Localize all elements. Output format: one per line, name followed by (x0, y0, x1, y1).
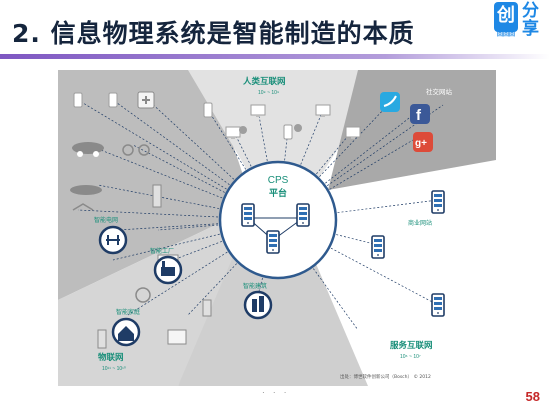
cps-servers (241, 203, 310, 254)
social-web-label: 社交网站 (426, 87, 453, 96)
social-wedge (328, 70, 496, 190)
cps-title: CPS (268, 175, 289, 186)
svg-text:f: f (416, 107, 422, 124)
building-wedge (178, 245, 368, 386)
human-network-scale: 10⁹ ~ 10⁹ (258, 90, 279, 96)
service-server-icon-2 (431, 293, 445, 317)
service-server-icon (371, 235, 385, 259)
svg-text:g+: g+ (415, 138, 427, 149)
iot-label: 物联网 (98, 352, 124, 363)
iot-nodes (98, 225, 273, 347)
share-logo: 创 回回回 分享 (494, 2, 546, 40)
business-web-label: 商业网站 (408, 219, 432, 227)
logo-badge: 创 (494, 2, 518, 32)
human-network-label: 人类互联网 (243, 76, 286, 87)
title-underline (0, 54, 550, 59)
services-network-scale: 10⁶ ~ 10⁷ (400, 354, 421, 360)
google-plus-icon (413, 132, 433, 152)
iot-scale: 10¹¹ ~ 10¹⁰ (102, 366, 126, 372)
cps-hub (218, 160, 338, 280)
services-network-label: 服务互联网 (390, 340, 433, 351)
slide-title: 2. 信息物理系统是智能制造的本质 (12, 19, 415, 48)
source-note: 出处：博世软件创新公司（Bosch） © 2012 (340, 373, 431, 380)
cps-subtitle: 平台 (269, 187, 287, 199)
smart-building-node (243, 290, 273, 320)
page-number: 58 (525, 389, 540, 404)
ellipsis-dots: · · · (262, 388, 290, 397)
social-icons: f g+ (380, 92, 433, 152)
smart-home-label: 智能家庭 (116, 308, 140, 316)
twitter-icon (380, 92, 400, 112)
logo-text: 分享 (522, 1, 539, 38)
business-server-icon (431, 190, 445, 214)
logo-badge-caption: 回回回 (496, 32, 515, 38)
human-devices (73, 92, 361, 140)
facebook-icon (410, 104, 430, 124)
cps-diagram: f g+ CPS 平台 人类互联网 10⁹ ~ 10⁹ 社交网站 商业网站 智能… (58, 70, 496, 386)
smart-factory-label: 智能工厂 (150, 247, 174, 255)
smart-grid-label: 智能电网 (94, 216, 118, 224)
smart-building-label: 智能建筑 (243, 282, 267, 290)
